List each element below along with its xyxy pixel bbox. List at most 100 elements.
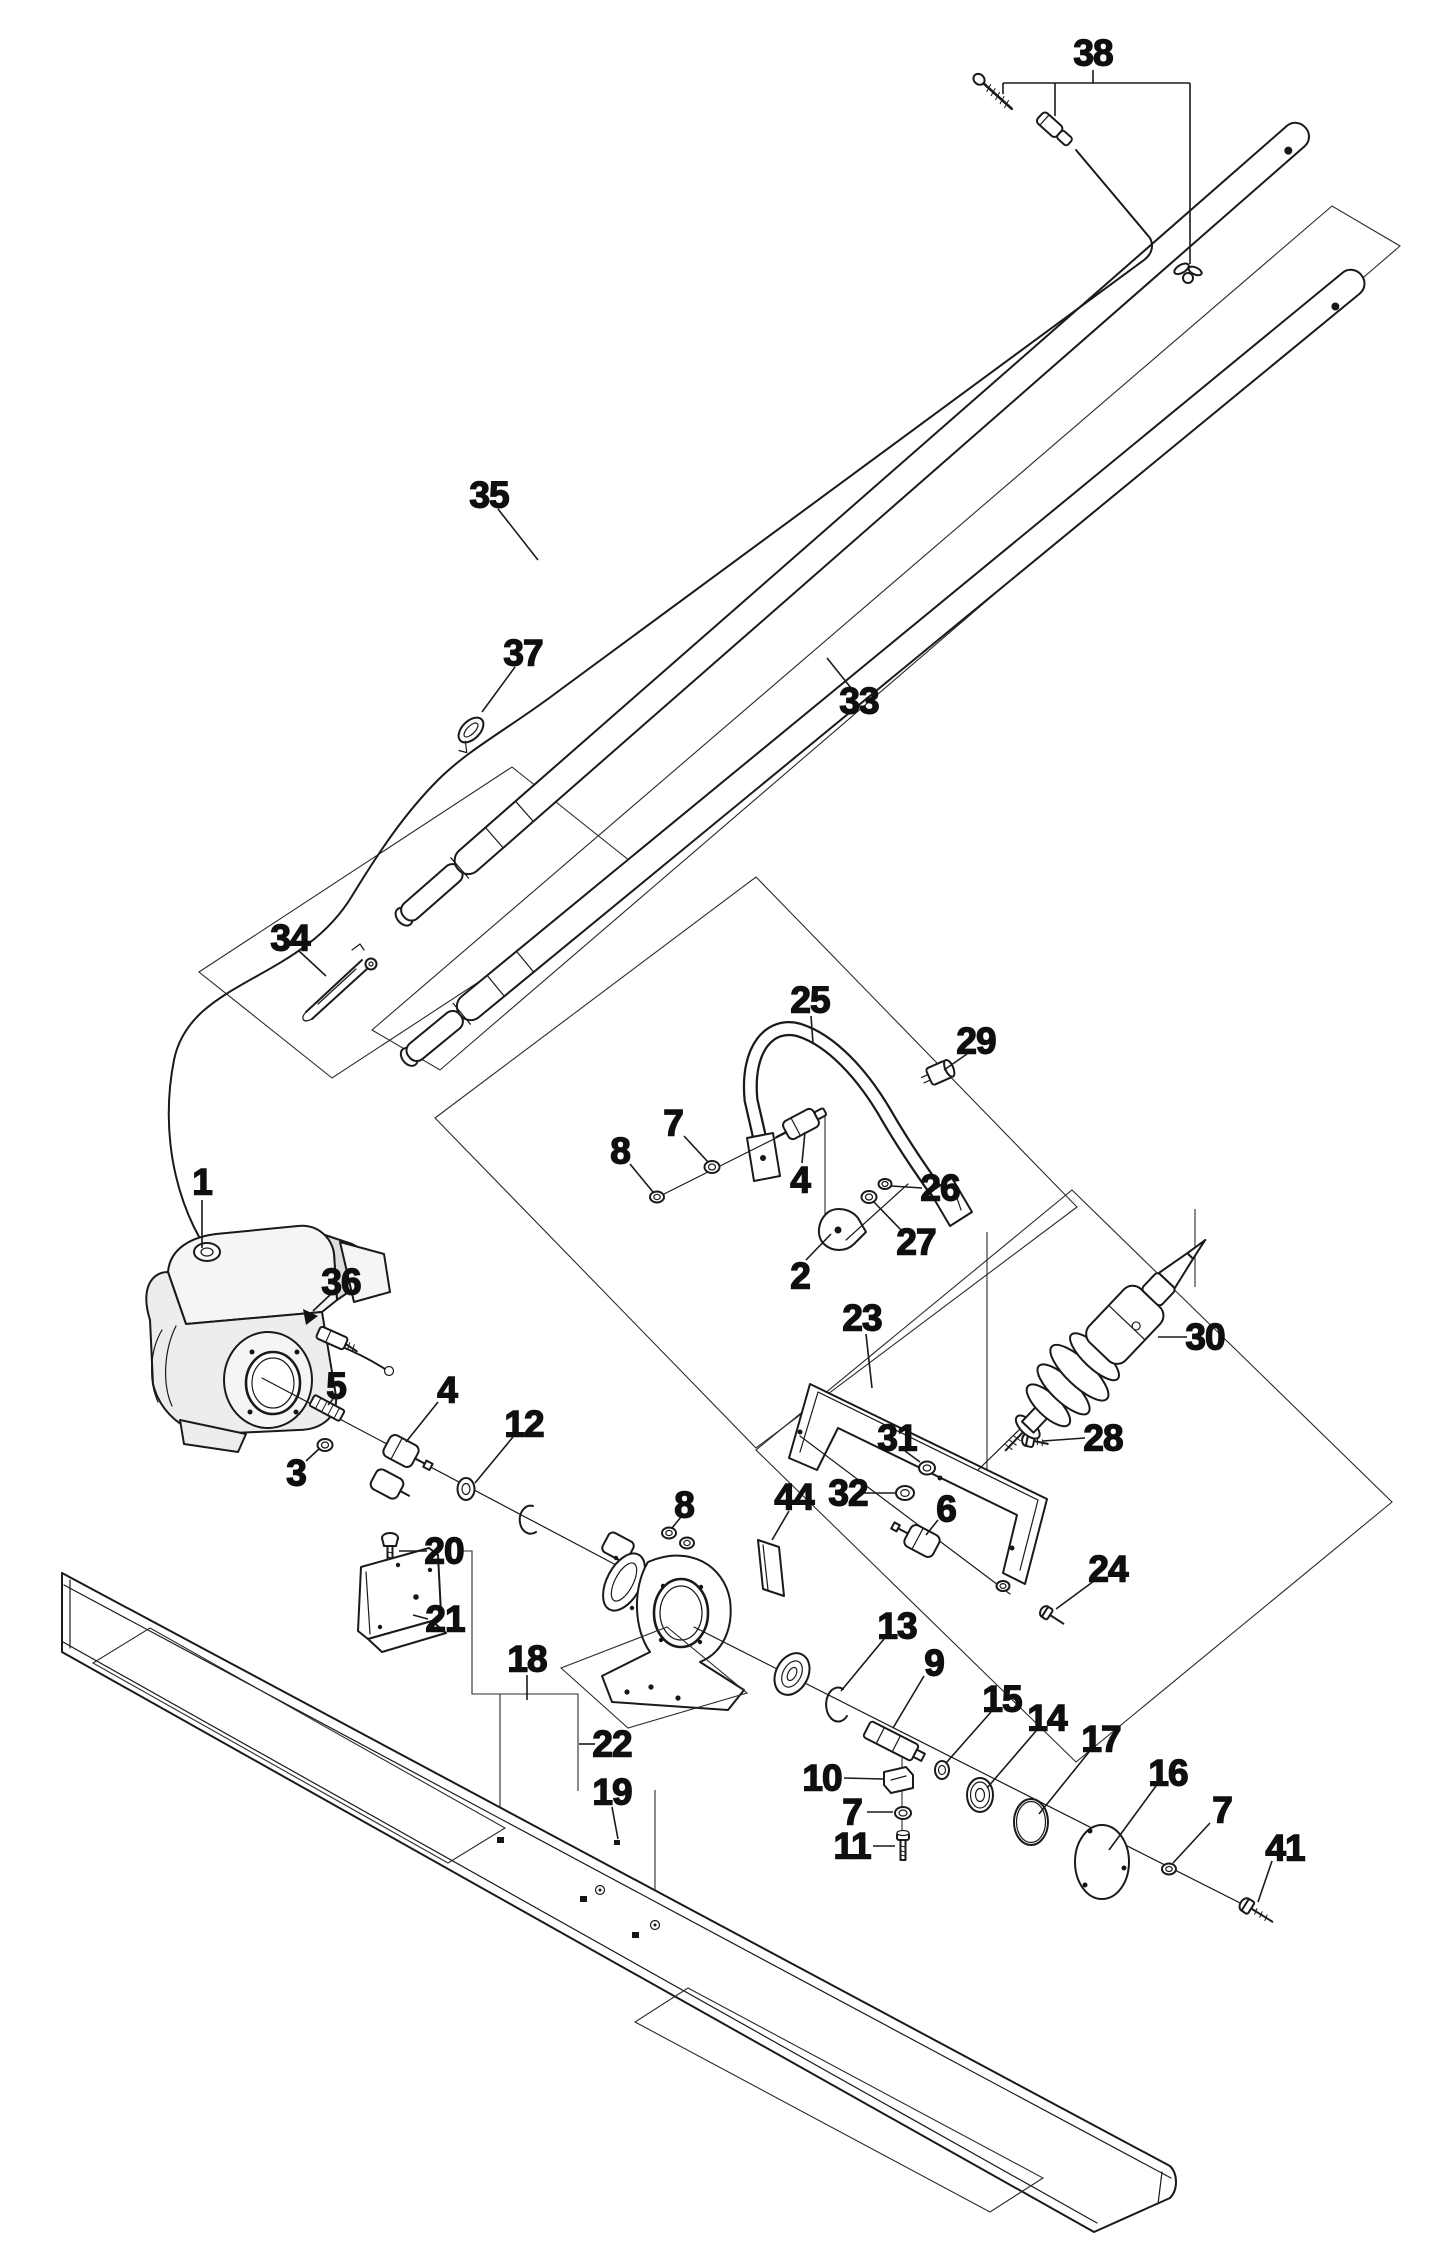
rubber-mount-4b bbox=[369, 1468, 411, 1500]
u-bracket-23 bbox=[788, 1383, 1065, 1625]
tube-screw-dot bbox=[1331, 302, 1340, 311]
leader-8 bbox=[629, 1163, 654, 1193]
lower-shaft-tube-33 bbox=[399, 268, 1366, 1067]
callout-31: 31 bbox=[877, 1418, 917, 1459]
callout-16: 16 bbox=[1148, 1753, 1188, 1794]
vibration-damper-30 bbox=[977, 1238, 1207, 1471]
callout-30: 30 bbox=[1185, 1317, 1225, 1358]
leader-41 bbox=[1257, 1860, 1273, 1903]
leader-15 bbox=[945, 1711, 992, 1764]
callout-44: 44 bbox=[774, 1477, 815, 1518]
leader-lines bbox=[201, 70, 1273, 1903]
leader-13 bbox=[840, 1638, 885, 1692]
leader-24 bbox=[1055, 1580, 1095, 1610]
bearing-bore bbox=[652, 1577, 710, 1649]
callout-8: 8 bbox=[674, 1485, 694, 1526]
callout-24: 24 bbox=[1088, 1549, 1129, 1590]
leader-12 bbox=[474, 1436, 514, 1484]
detail-box-bracket bbox=[755, 1189, 1393, 1763]
callout-15: 15 bbox=[982, 1679, 1022, 1720]
leader-4 bbox=[801, 1131, 806, 1164]
callout-19: 19 bbox=[592, 1772, 632, 1813]
callout-20: 20 bbox=[424, 1531, 464, 1572]
leader-4 bbox=[405, 1401, 439, 1443]
leader-31 bbox=[904, 1450, 921, 1463]
callout-10: 10 bbox=[802, 1758, 842, 1799]
eccentric-shaft-9 bbox=[862, 1720, 926, 1762]
leader-37 bbox=[481, 666, 516, 713]
leader-7 bbox=[1172, 1822, 1211, 1864]
handle-clamp-2 bbox=[818, 1208, 867, 1251]
o-ring-17 bbox=[1013, 1798, 1049, 1846]
blade-inset-panel-right bbox=[633, 1987, 1045, 2213]
leader-28 bbox=[1042, 1437, 1086, 1442]
screw-11 bbox=[896, 1829, 910, 1861]
cable-fitting-group-38 bbox=[972, 72, 1203, 284]
leader-29 bbox=[943, 1053, 968, 1071]
connector-labels-18-22 bbox=[459, 1550, 579, 1791]
screw-41 bbox=[1238, 1897, 1274, 1923]
screed-blade-19 bbox=[61, 1572, 1177, 2233]
callout-36: 36 bbox=[321, 1262, 361, 1303]
pedestal-housing-18 bbox=[559, 1539, 785, 1729]
fuel-tank bbox=[167, 1224, 338, 1325]
callout-3: 3 bbox=[286, 1453, 306, 1494]
callout-13: 13 bbox=[877, 1606, 917, 1647]
loop-handle-25 bbox=[649, 1021, 973, 1251]
callout-1: 1 bbox=[192, 1162, 212, 1203]
callout-18: 18 bbox=[507, 1639, 547, 1680]
callout-7: 7 bbox=[1212, 1790, 1232, 1831]
callout-26: 26 bbox=[920, 1168, 960, 1209]
rubber-mount-4a bbox=[382, 1434, 434, 1472]
leader-33 bbox=[826, 657, 852, 689]
throttle-cable-adjuster-36 bbox=[315, 1325, 358, 1353]
mount-axis bbox=[799, 1435, 1011, 1595]
cable-elbow-fitting bbox=[1035, 111, 1073, 147]
callout-21: 21 bbox=[425, 1599, 465, 1640]
cable-clamp-37 bbox=[457, 716, 485, 754]
callout-9: 9 bbox=[924, 1643, 944, 1684]
cover-16 bbox=[1074, 1824, 1130, 1900]
callout-22: 22 bbox=[592, 1724, 632, 1765]
rubber-mount-6 bbox=[890, 1521, 941, 1558]
leader-26 bbox=[890, 1185, 923, 1189]
tube-screw-dot bbox=[1284, 146, 1293, 155]
eccentric-assembly bbox=[693, 1626, 1274, 1923]
callout-4: 4 bbox=[437, 1370, 458, 1411]
callout-33: 33 bbox=[839, 681, 879, 722]
callout-37: 37 bbox=[503, 633, 542, 674]
cable-end-nipple bbox=[383, 1365, 395, 1377]
callout-5: 5 bbox=[326, 1366, 346, 1407]
screw-24 bbox=[1038, 1605, 1065, 1625]
leader-16 bbox=[1108, 1785, 1157, 1851]
leader-2 bbox=[805, 1233, 832, 1261]
leader-10 bbox=[843, 1777, 884, 1780]
screw-20 bbox=[381, 1532, 399, 1563]
leader-23 bbox=[865, 1333, 873, 1389]
wave-washer-13 bbox=[825, 1686, 848, 1723]
callout-29: 29 bbox=[956, 1021, 996, 1062]
leader-25 bbox=[810, 1015, 814, 1044]
leader-27 bbox=[872, 1200, 902, 1231]
leader-arrowhead-36 bbox=[303, 1309, 318, 1325]
callout-14: 14 bbox=[1027, 1698, 1068, 1739]
leader-34 bbox=[298, 950, 327, 977]
shim-strip-44 bbox=[757, 1539, 785, 1597]
callout-12: 12 bbox=[504, 1404, 544, 1445]
callout-6: 6 bbox=[936, 1489, 956, 1530]
upper-shaft-tube-35 bbox=[394, 121, 1310, 927]
callout-25: 25 bbox=[790, 980, 830, 1021]
callout-23: 23 bbox=[842, 1298, 882, 1339]
leader-35 bbox=[497, 508, 539, 561]
callout-17: 17 bbox=[1081, 1719, 1120, 1760]
leader-14 bbox=[986, 1730, 1037, 1789]
tube-clip bbox=[1173, 262, 1203, 284]
callout-27: 27 bbox=[896, 1222, 935, 1263]
callout-35: 35 bbox=[469, 475, 509, 516]
callout-38: 38 bbox=[1073, 33, 1113, 74]
leader-5 bbox=[327, 1398, 334, 1406]
callout-7: 7 bbox=[663, 1103, 683, 1144]
